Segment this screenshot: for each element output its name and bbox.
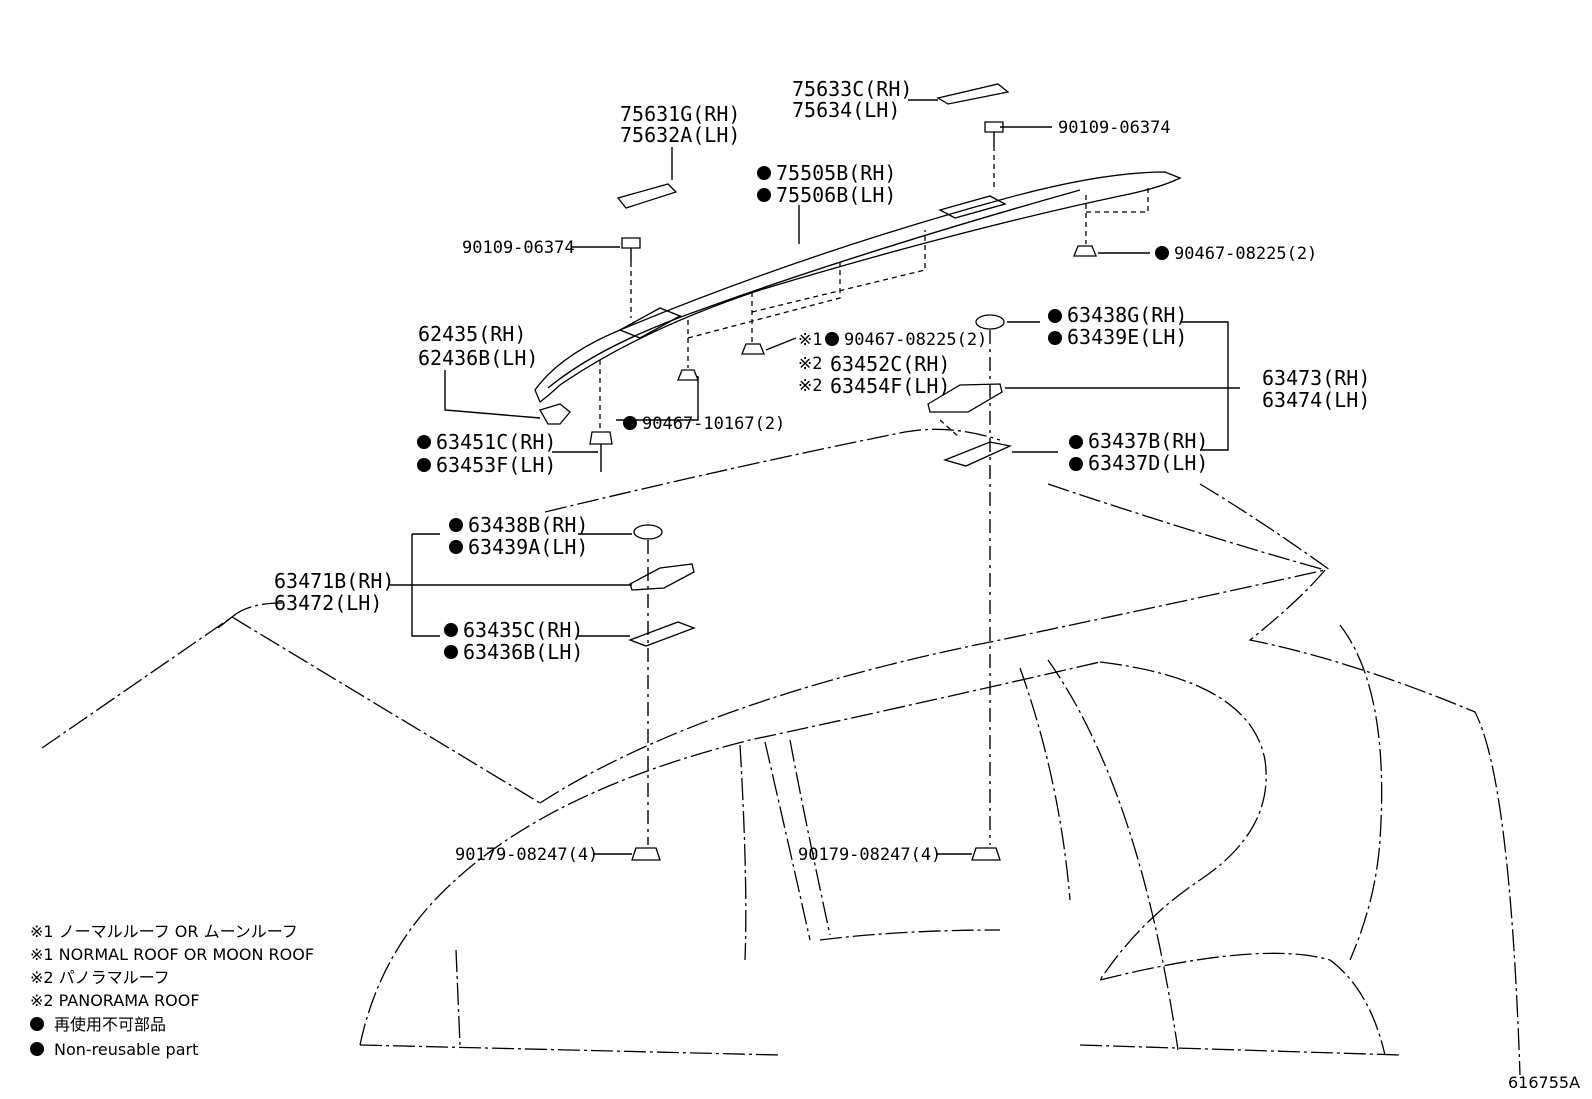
label-63437b-rh: 63437B(RH): [1088, 429, 1208, 453]
non-reusable-dot: [1069, 457, 1083, 471]
note-mark-2: ※2: [798, 376, 822, 396]
roof-rack-cover-rear-part: [936, 83, 1010, 105]
label-75505b-rh: 75505B(RH): [776, 161, 896, 185]
label-90109-06374-left: 90109-06374: [462, 238, 575, 258]
label-75631g-rh: 75631G(RH): [620, 102, 740, 126]
label-75632a-lh: 75632A(LH): [620, 123, 740, 147]
legend-nonreusable-en: Non-reusable part: [54, 1040, 198, 1059]
label-63439a-lh: 63439A(LH): [468, 535, 588, 559]
legend-nonreusable-jp: 再使用不可部品: [54, 1015, 166, 1034]
non-reusable-dot: [1069, 435, 1083, 449]
pad-63437-part: [942, 441, 1013, 467]
assembly-lines: [599, 146, 1149, 845]
legend-note1-en: ※1 NORMAL ROOF OR MOON ROOF: [30, 945, 314, 964]
label-62436b-lh: 62436B(LH): [418, 346, 538, 370]
label-63471b-rh: 63471B(RH): [274, 569, 394, 593]
non-reusable-dot: [1048, 309, 1062, 323]
non-reusable-dot: [449, 518, 463, 532]
nut-90467-mid-part: [741, 343, 765, 355]
label-63437d-lh: 63437D(LH): [1088, 451, 1208, 475]
label-75633c-rh: 75633C(RH): [792, 77, 912, 101]
note-mark-2: ※2: [798, 354, 822, 374]
label-90467-08225-mid: 90467-08225(2): [844, 330, 987, 350]
bracket-63473-part: [927, 383, 1003, 413]
legend-dot-icon: [30, 1017, 44, 1031]
note-mark-1: ※1: [798, 330, 822, 350]
non-reusable-dot: [417, 435, 431, 449]
label-90179-08247-right: 90179-08247(4): [798, 845, 941, 865]
legend: ※1 ノーマルルーフ OR ムーンルーフ ※1 NORMAL ROOF OR M…: [30, 922, 314, 1059]
non-reusable-dot: [1048, 331, 1062, 345]
label-63439e-lh: 63439E(LH): [1067, 325, 1187, 349]
non-reusable-dot: [417, 458, 431, 472]
legend-note2-jp: ※2 パノラマルーフ: [30, 968, 170, 987]
non-reusable-dot: [444, 623, 458, 637]
non-reusable-dot: [757, 166, 771, 180]
vehicle-body-outline: [41, 428, 1521, 1076]
nut-90179-right-part: [971, 847, 1001, 861]
cap-63438b-part: [633, 524, 663, 540]
non-reusable-dot: [449, 540, 463, 554]
non-reusable-dot: [825, 332, 839, 346]
label-63451c-rh: 63451C(RH): [436, 430, 556, 454]
figure-id: 616755A: [1508, 1073, 1580, 1092]
roof-rack-cover-front-part: [616, 183, 678, 209]
bolt-90109-left-part: [621, 237, 641, 262]
label-63453f-lh: 63453F(LH): [436, 453, 556, 477]
label-63436b-lh: 63436B(LH): [463, 640, 583, 664]
label-63438g-rh: 63438G(RH): [1067, 303, 1187, 327]
bolt-90109-top-part: [984, 121, 1004, 146]
label-90109-06374-top: 90109-06374: [1058, 118, 1171, 138]
legend-note2-en: ※2 PANORAMA ROOF: [30, 991, 200, 1010]
rail-end-cover-part: [539, 403, 571, 425]
stud-63451-part: [589, 431, 613, 472]
legend-dot-icon: [30, 1042, 44, 1056]
label-90467-08225-right: 90467-08225(2): [1174, 244, 1317, 264]
pad-63435-part: [628, 621, 696, 647]
label-75634-lh: 75634(LH): [792, 98, 900, 122]
label-75506b-lh: 75506B(LH): [776, 183, 896, 207]
legend-note1-jp: ※1 ノーマルルーフ OR ムーンルーフ: [30, 922, 298, 941]
non-reusable-dot: [1155, 246, 1169, 260]
label-63438b-rh: 63438B(RH): [468, 513, 588, 537]
non-reusable-dot: [757, 188, 771, 202]
bracket-63471-part: [629, 563, 695, 591]
label-90467-10167: 90467-10167(2): [642, 414, 785, 434]
roof-rail: [534, 171, 1182, 404]
non-reusable-dot: [444, 645, 458, 659]
label-63454f-lh: 63454F(LH): [830, 374, 950, 398]
nut-90179-left-part: [631, 847, 661, 861]
label-63435c-rh: 63435C(RH): [463, 618, 583, 642]
clip-90467-10167-part: [677, 369, 699, 381]
non-reusable-dot: [623, 416, 637, 430]
label-63473-rh: 63473(RH): [1262, 366, 1370, 390]
label-62435-rh: 62435(RH): [418, 322, 526, 346]
label-63474-lh: 63474(LH): [1262, 388, 1370, 412]
cap-63438g-part: [975, 314, 1005, 330]
leader-lines: [390, 99, 1240, 855]
label-90179-08247-left: 90179-08247(4): [455, 845, 598, 865]
label-63472-lh: 63472(LH): [274, 591, 382, 615]
nut-90467-right-part: [1073, 245, 1097, 257]
label-63452c-rh: 63452C(RH): [830, 352, 950, 376]
